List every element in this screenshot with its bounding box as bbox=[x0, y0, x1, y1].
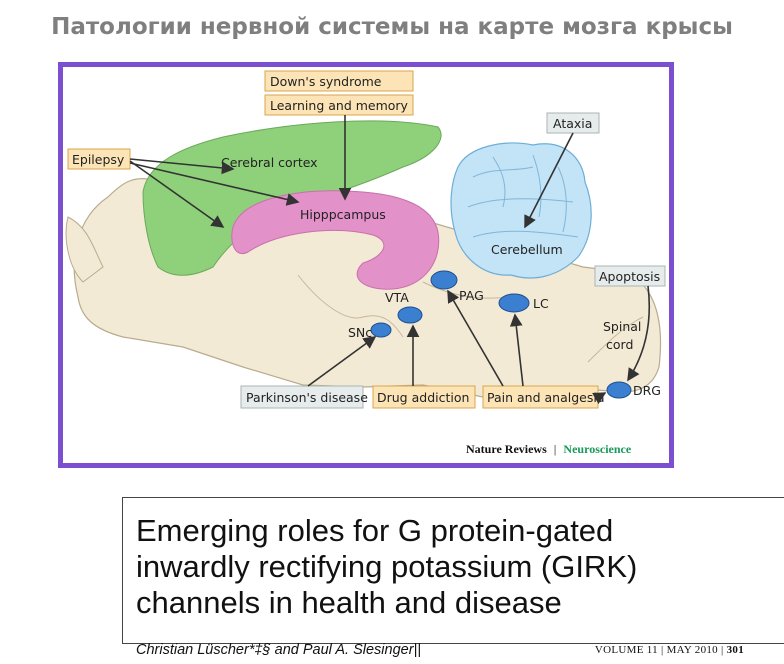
pag-label: PAG bbox=[459, 288, 484, 303]
paper-volume: VOLUME 11 bbox=[594, 644, 658, 656]
ataxia-arrow bbox=[524, 132, 574, 229]
vta-label: VTA bbox=[385, 290, 409, 305]
paper-meta: VOLUME 11 | MAY 2010 | 301 bbox=[594, 644, 744, 656]
drug-addiction-label: Drug addiction bbox=[377, 390, 469, 405]
paper-border bbox=[122, 497, 784, 644]
slide-title: Патологии нервной системы на карте мозга… bbox=[51, 14, 733, 40]
paper-title-line2: inwardly rectifying potassium (GIRK) bbox=[136, 549, 638, 584]
hippocampus-label: Hipppcampus bbox=[300, 207, 386, 222]
snc-label: SNc bbox=[348, 325, 372, 340]
cerebellum-label: Cerebellum bbox=[491, 242, 563, 257]
spinal-contour bbox=[587, 316, 644, 363]
epilepsy-arrow-cortex bbox=[129, 158, 235, 175]
learning-label: Learning and memory bbox=[270, 98, 409, 113]
spinal-label-line1: Spinal bbox=[603, 319, 641, 334]
paper-page: 301 bbox=[726, 644, 744, 656]
paper-authors: Christian Lüscher*‡§ and Paul A. Slesing… bbox=[136, 642, 422, 658]
paper-title-line3: channels in health and disease bbox=[136, 585, 562, 620]
apoptosis-box bbox=[594, 265, 666, 287]
parkinsons-arrow bbox=[307, 336, 377, 387]
spinal-label-line2: cord bbox=[606, 337, 633, 352]
pain-arrow-pag bbox=[447, 289, 504, 387]
pain-arrow-drg bbox=[592, 392, 607, 405]
downs-label: Down's syndrome bbox=[270, 74, 382, 89]
drug-addiction-box bbox=[372, 385, 476, 409]
pag-nucleus bbox=[430, 270, 458, 290]
pain-label: Pain and analgesia bbox=[487, 390, 604, 405]
diagram-frame: Cerebral cortex Hipppcampus Cerebellum S… bbox=[58, 62, 674, 468]
svg-text:Nature Reviews | N: Nature Reviews | Neuroscience bbox=[466, 442, 632, 456]
cerebellum-folds bbox=[467, 154, 579, 238]
epilepsy-arrow-frontal bbox=[129, 160, 225, 228]
rat-brain-diagram: Cerebral cortex Hipppcampus Cerebellum S… bbox=[65, 70, 666, 456]
snc-nucleus bbox=[370, 322, 392, 338]
parkinsons-box bbox=[240, 385, 364, 409]
pain-arrow-lc bbox=[509, 313, 524, 387]
cerebellum-shape bbox=[450, 142, 592, 279]
epilepsy-label: Epilepsy bbox=[72, 152, 125, 167]
vta-nucleus bbox=[397, 306, 423, 324]
credit-section: Neuroscience bbox=[563, 442, 631, 456]
midbrain-contour bbox=[297, 274, 404, 338]
paper-title: Emerging roles for G protein-gated inwar… bbox=[136, 513, 776, 621]
paper-date: MAY 2010 bbox=[666, 644, 718, 656]
olfactory-bulb-shape bbox=[65, 216, 104, 283]
lc-nucleus bbox=[498, 293, 530, 313]
paper-header: Emerging roles for G protein-gated inwar… bbox=[122, 497, 784, 664]
drg-nucleus bbox=[606, 381, 632, 399]
hippocampus-shape bbox=[231, 190, 440, 290]
apoptosis-label: Apoptosis bbox=[599, 269, 660, 284]
lc-label: LC bbox=[533, 296, 549, 311]
drg-label: DRG bbox=[633, 383, 661, 398]
credit-journal: Nature Reviews bbox=[466, 442, 547, 456]
cortex-label: Cerebral cortex bbox=[221, 155, 318, 170]
apoptosis-arrow bbox=[627, 285, 651, 382]
parkinsons-label: Parkinson's disease bbox=[246, 390, 368, 405]
paper-title-line1: Emerging roles for G protein-gated bbox=[136, 513, 614, 548]
epilepsy-arrow-hippocampus bbox=[129, 162, 300, 206]
learning-box bbox=[264, 94, 414, 116]
downs-box bbox=[264, 70, 414, 92]
credit-separator: | bbox=[554, 442, 557, 456]
ataxia-label: Ataxia bbox=[553, 116, 592, 131]
